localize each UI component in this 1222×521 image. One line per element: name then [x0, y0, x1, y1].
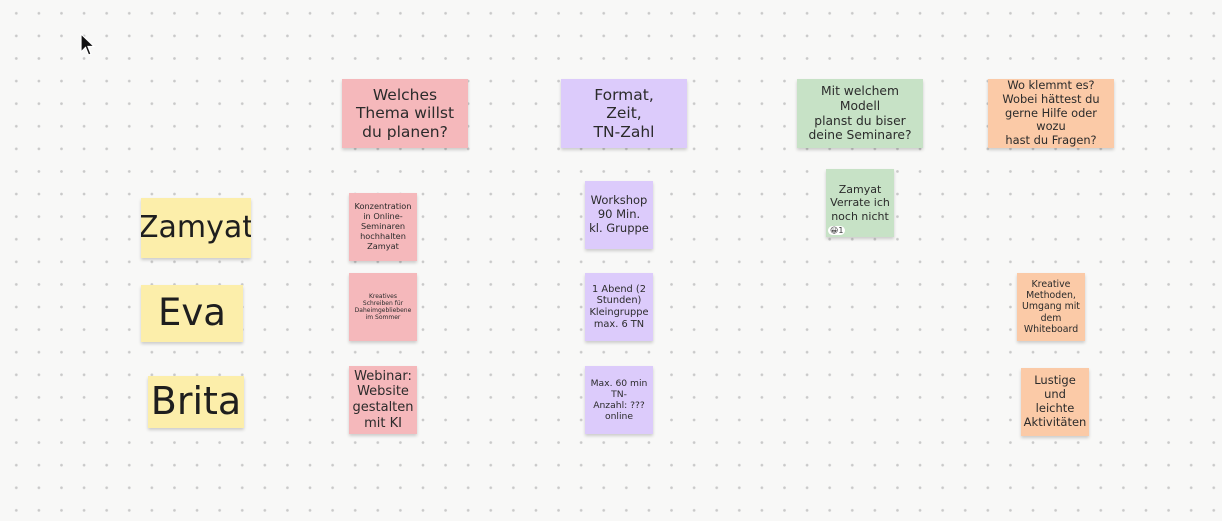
header-note-hilfe[interactable]: Wo klemmt es? Wobei hättest du gerne Hil… — [988, 79, 1114, 148]
sticky-note-brita-hilfe[interactable]: Lustige und leichte Aktivitäten — [1021, 368, 1089, 436]
header-note-format[interactable]: Format, Zeit, TN-Zahl — [561, 79, 687, 148]
header-note-thema[interactable]: Welches Thema willst du planen? — [342, 79, 468, 148]
sticky-note-zamyat-modell[interactable]: Zamyat Verrate ich noch nicht 😀1 — [826, 169, 894, 237]
name-note-zamyat[interactable]: Zamyat — [141, 198, 251, 258]
sticky-note-zamyat-thema[interactable]: Konzentration in Online- Seminaren hochh… — [349, 193, 417, 261]
sticky-note-brita-format[interactable]: Max. 60 min TN- Anzahl: ??? online — [585, 366, 653, 434]
sticky-note-eva-hilfe[interactable]: Kreative Methoden, Umgang mit dem Whiteb… — [1017, 273, 1085, 341]
sticky-note-brita-thema[interactable]: Webinar: Website gestalten mit KI — [349, 366, 417, 434]
sticky-note-eva-thema[interactable]: Kreatives Schreiben für Daheimgebliebene… — [349, 273, 417, 341]
mouse-pointer-icon — [80, 32, 96, 61]
sticky-note-text: Zamyat Verrate ich noch nicht — [830, 183, 890, 223]
reaction-badge[interactable]: 😀1 — [828, 226, 846, 235]
sticky-note-eva-format[interactable]: 1 Abend (2 Stunden) Kleingruppe max. 6 T… — [585, 273, 653, 341]
name-note-brita[interactable]: Brita — [148, 376, 244, 428]
header-note-modell[interactable]: Mit welchem Modell planst du biser deine… — [797, 79, 923, 148]
sticky-note-zamyat-format[interactable]: Workshop 90 Min. kl. Gruppe — [585, 181, 653, 249]
name-note-eva[interactable]: Eva — [141, 285, 243, 342]
